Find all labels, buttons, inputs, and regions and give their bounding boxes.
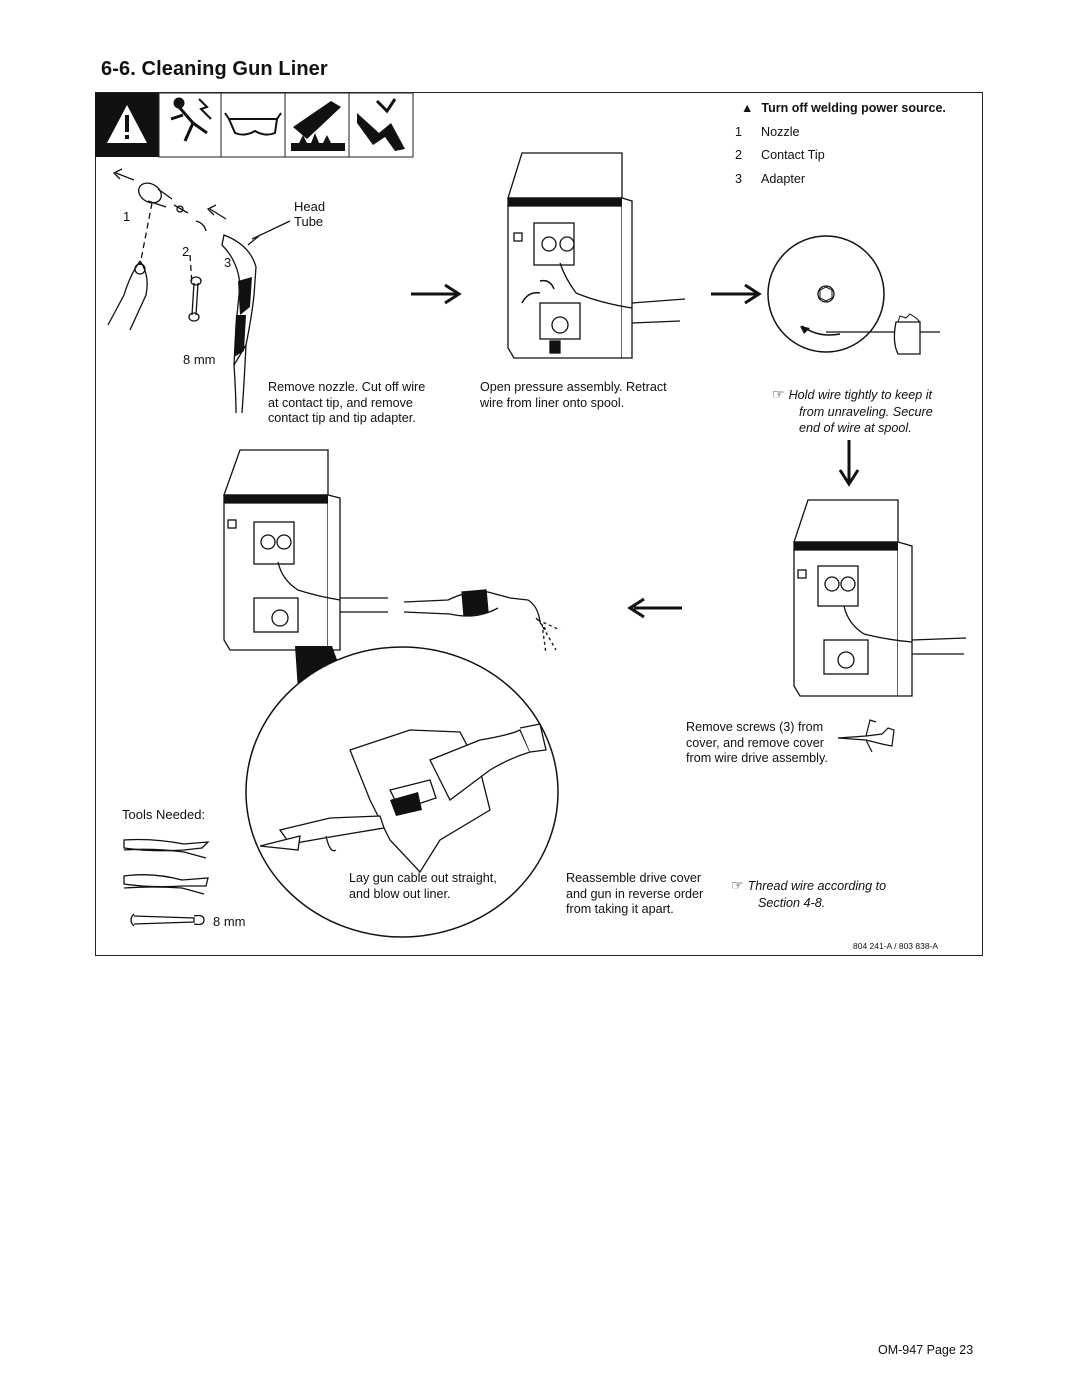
note-thread-wire: ☞Thread wire according to Section 4-8. [731,877,887,910]
caption-lay-gun: Lay gun cable out straight,and blow out … [349,871,497,901]
welder-drive-drawing [793,499,967,697]
gun-disassembly-drawing [107,168,291,414]
label-tube: Tube [294,214,324,229]
callout-3: 3 [224,255,232,270]
pliers-icon [123,874,209,895]
figure-code: 804 241-A / 803 838-A [853,941,939,951]
hot-surface-icon [291,101,345,151]
right-arrow-icon [711,283,762,305]
page-footer: OM-947 Page 23 [878,1343,974,1357]
note-hold-wire: ☞Hold wire tightly to keep it from unrav… [772,386,933,435]
label-head: Head [294,199,326,214]
left-arrow-icon [627,597,682,619]
cutters-icon [123,838,210,859]
right-arrow-icon [411,283,462,305]
warning-icon [107,105,147,143]
tools-heading: Tools Needed: [122,807,206,822]
figure-frame [95,92,983,956]
tools-wrench-size: 8 mm [213,914,246,929]
warning-triangle-icon: ▲ [741,101,754,115]
welder-gun-drawing [223,449,561,655]
liner-detail-circle [245,646,559,938]
warning-heading: ▲Turn off welding power source. [741,101,946,115]
safety-glasses-icon [224,112,282,136]
welder-machine-drawing [507,152,686,359]
callout-2: 2 [182,244,190,259]
safety-icon-strip [95,92,414,158]
pointing-hand-icon: ☞ [772,386,785,402]
electric-shock-icon [170,97,212,142]
page-title: 6-6. Cleaning Gun Liner [101,58,328,80]
screwdriver-icon [837,719,895,753]
moving-parts-icon [357,98,405,151]
pointing-hand-icon: ☞ [731,877,744,893]
callout-1: 1 [123,209,131,224]
spool-drawing [767,235,940,355]
wrench-icon [130,913,205,927]
wrench-size-label: 8 mm [183,352,216,367]
down-arrow-icon [838,440,860,487]
